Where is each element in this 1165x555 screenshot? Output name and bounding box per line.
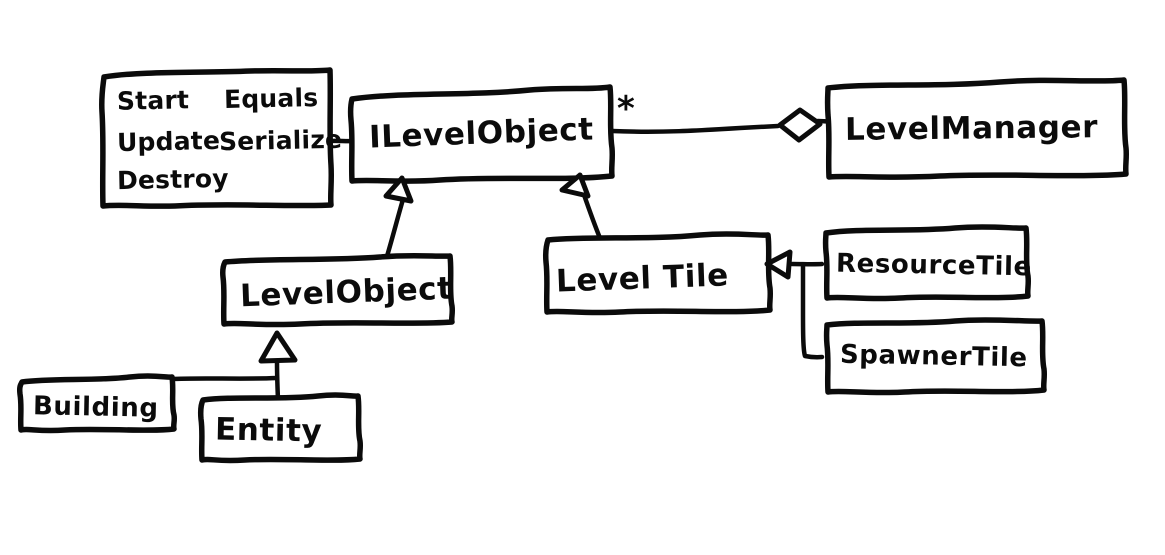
class-box-building[interactable]: Building: [17, 373, 178, 434]
class-box-levelmanager[interactable]: LevelManager: [824, 77, 1130, 180]
method-label-equals: Equals: [224, 83, 319, 114]
class-label-levelobject: LevelObject: [239, 271, 453, 315]
class-box-entity[interactable]: Entity: [198, 392, 364, 464]
class-label-building: Building: [33, 391, 159, 423]
class-label-ilevelobject: ILevelObject: [368, 111, 594, 155]
connector-levelobject-to-ilevelobject: [382, 193, 407, 266]
method-label-update: Update: [117, 126, 221, 157]
method-label-destroy: Destroy: [117, 164, 229, 195]
method-label-start: Start: [117, 85, 190, 116]
generalization-arrowhead-tiles: [764, 249, 793, 280]
connector-entity-to-levelobject: [274, 359, 281, 403]
class-box-leveltile[interactable]: Level Tile: [543, 231, 774, 316]
aggregation-diamond-icon: [777, 107, 823, 143]
class-label-levelmanager: LevelManager: [845, 109, 1099, 148]
connector-spawnertile-to-leveltile: [800, 262, 825, 360]
generalization-arrowhead-leveltile: [559, 172, 591, 199]
class-label-spawnertile: SpawnerTile: [840, 340, 1028, 374]
class-label-resourcetile: ResourceTile: [836, 249, 1032, 283]
class-label-leveltile: Level Tile: [555, 257, 729, 299]
methods-note-box: [99, 67, 335, 209]
class-label-entity: Entity: [215, 411, 323, 449]
generalization-arrowhead-levelobject-children: [258, 330, 298, 364]
multiplicity-star: *: [617, 89, 635, 129]
class-box-spawnertile[interactable]: SpawnerTile: [823, 317, 1048, 396]
connector-building-to-levelobject: [167, 375, 280, 382]
method-label-serialize: Serialize: [219, 125, 343, 157]
class-box-resourcetile[interactable]: ResourceTile: [822, 224, 1032, 302]
class-box-ilevelobject[interactable]: ILevelObject: [347, 84, 616, 184]
class-box-levelobject[interactable]: LevelObject: [220, 252, 456, 328]
generalization-arrowhead-levelobject: [383, 175, 414, 204]
